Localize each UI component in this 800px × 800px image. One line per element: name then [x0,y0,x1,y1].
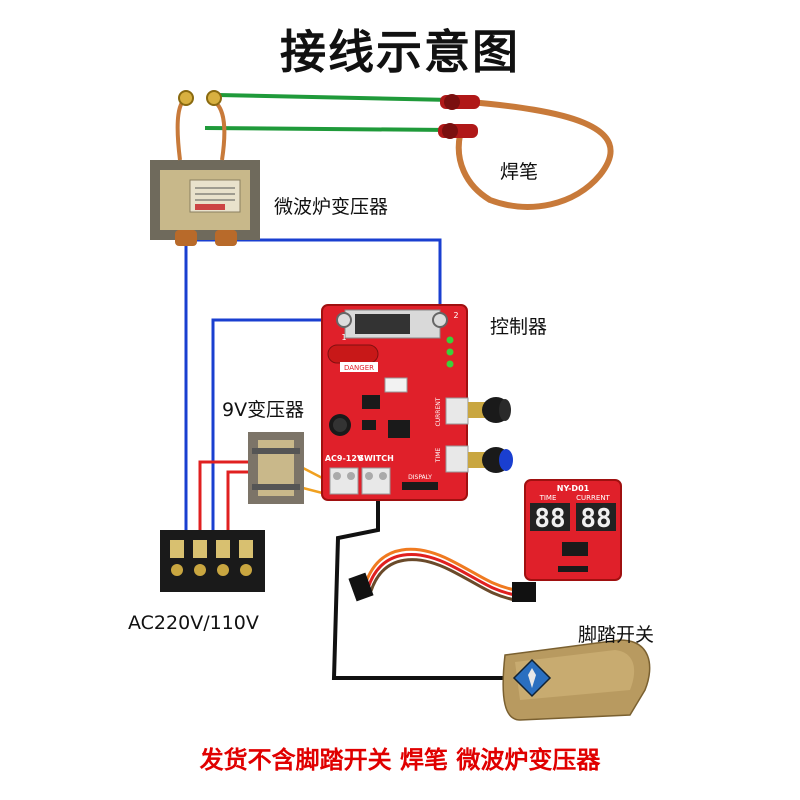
current-label: CURRENT [435,397,442,426]
microwave-transformer-label: 微波炉变压器 [274,196,389,218]
red-wire-1 [198,460,255,540]
mains-label: AC220V/110V [128,612,259,634]
display-module: NY-D01 TIME CURRENT 88 88 [524,479,622,581]
time-label: TIME [435,448,442,464]
blue-wire-to-terminal-1 [211,318,344,540]
nine-v-transformer-label: 9V变压器 [222,399,305,421]
blue-wire-to-terminal-2 [186,238,442,318]
terminal-1 [336,312,352,328]
foot-switch [502,639,651,721]
terminal-2 [432,312,448,328]
footer-notice: 发货不含脚踏开关 焊笔 微波炉变压器 [199,746,601,774]
red-wires [198,460,255,540]
current-digits: 88 [580,504,611,534]
green-wire-bottom [204,126,451,132]
terminal-2-label: 2 [453,311,458,320]
mains-terminal-block [160,530,265,592]
display-time-label: TIME [539,494,557,502]
terminal-1-label: 1 [341,333,346,342]
controller-board: 1 2 DANGER AC9-12V SWITCH DISPALY CURREN… [321,304,469,501]
ribbon-cable [348,547,536,602]
diagram-title: 接线示意图 [280,25,520,79]
danger-label: DANGER [344,364,374,372]
time-knob [468,447,513,473]
welding-pen-label: 焊笔 [500,161,539,183]
display-model-label: NY-D01 [557,484,590,493]
switch-label: SWITCH [358,454,394,463]
red-wire-2 [226,470,255,540]
time-digits: 88 [534,504,565,534]
green-wire-top [217,93,453,102]
display-label: DISPALY [408,474,432,481]
foot-switch-label: 脚踏开关 [578,624,655,646]
black-wire-foot-switch [331,490,505,680]
display-current-label: CURRENT [576,494,610,502]
microwave-transformer [150,90,260,246]
green-wires [204,93,453,132]
current-knob [468,397,511,423]
nine-v-transformer [248,432,304,504]
controller-label: 控制器 [490,316,548,338]
blue-wires [184,238,442,540]
ac-input-label: AC9-12V [325,454,364,463]
welding-pen [438,94,614,210]
